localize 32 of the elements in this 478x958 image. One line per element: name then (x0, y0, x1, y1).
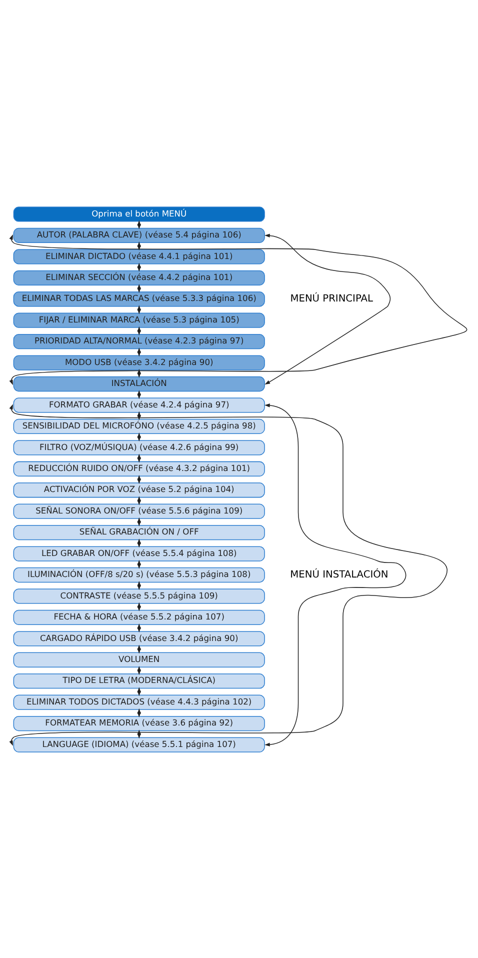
node-box: LANGUAGE (IDIOMA) (véase 5.5.1 página 107) (13, 736, 265, 752)
node-box: CONTRASTE (véase 5.5.5 página 109) (13, 588, 265, 604)
node-box: ILUMINACIÓN (OFF/8 s/20 s) (véase 5.5.3 página 108) (13, 566, 265, 582)
node-box: ELIMINAR TODOS DICTADOS (véase 4.4.3 página 102) (13, 694, 265, 710)
label: MENÚ INSTALACIÓN (290, 569, 388, 580)
node-box: ELIMINAR SECCIÓN (véase 4.4.2 página 101) (13, 270, 265, 285)
arrow (264, 233, 391, 384)
node-box: PRIORIDAD ALTA/NORMAL (véase 4.2.3 página 97) (13, 333, 265, 349)
node-box: INSTALACIÓN (13, 376, 265, 392)
label: MENÚ PRINCIPAL (290, 293, 374, 304)
node-box: AUTOR (PALABRA CLAVE) (véase 5.4 página 106) (13, 227, 265, 243)
node-box: TIPO DE LETRA (MODERNA/CLÁSICA) (13, 673, 265, 688)
arrow (9, 404, 448, 746)
node-box: ELIMINAR DICTADO (véase 4.4.1 página 101) (13, 248, 265, 264)
node-box: Oprima el botón MENÚ (13, 206, 265, 222)
node-box: FILTRO (VOZ/MÚSIQUA) (véase 4.2.6 página 99) (13, 440, 265, 455)
node-box: FECHA & HORA (véase 5.5.2 página 107) (13, 609, 265, 625)
node-box: FORMATEAR MEMORIA (véase 3.6 página 92) (13, 715, 265, 731)
node-box: SEÑAL SONORA ON/OFF (véase 5.5.6 página 109) (13, 503, 265, 518)
node-box: LED GRABAR ON/OFF (véase 5.5.4 página 108) (13, 546, 265, 561)
node-box: FORMATO GRABAR (véase 4.2.4 página 97) (13, 397, 265, 412)
node-box: SEÑAL GRABACIÓN ON / OFF (13, 524, 265, 540)
arrow (264, 403, 406, 746)
node-box: ACTIVACIÓN POR VOZ (véase 5.2 página 104) (13, 482, 265, 498)
node-box: MODO USB (véase 3.4.2 página 90) (13, 354, 265, 370)
node-box: SENSIBILIDAD DEL MICROFÓNO (véase 4.2.5 página 98) (13, 418, 265, 434)
node-box: ELIMINAR TODAS LAS MARCAS (véase 5.3.3 página 106) (13, 291, 265, 306)
node-box: VOLUMEN (13, 652, 265, 667)
arrow (9, 234, 467, 385)
node-box: REDUCCIÓN RUIDO ON/OFF (véase 4.3.2 página 101) (13, 460, 265, 476)
node-box: CARGADO RÁPIDO USB (véase 3.4.2 página 90) (13, 630, 265, 646)
node-box: FIJAR / ELIMINAR MARCA (véase 5.3 página 105) (13, 312, 265, 328)
